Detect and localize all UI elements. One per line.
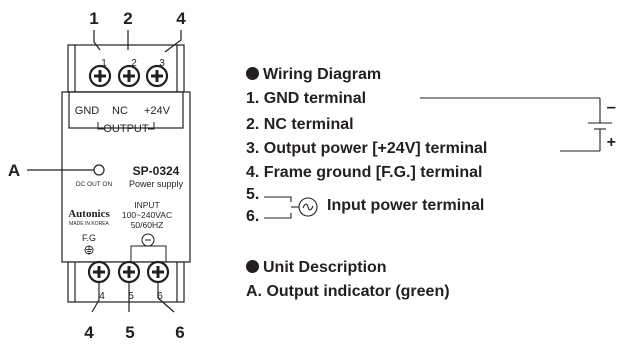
bottom-callout-5: 5 <box>125 323 134 342</box>
top-screw-3 <box>145 64 169 88</box>
leader-line-4-bottom <box>91 283 100 313</box>
input-power-bracket <box>264 196 318 219</box>
legend-panel: Wiring Diagram 1. GND terminal 2. NC ter… <box>246 0 617 349</box>
terminal-label-nc: NC <box>112 105 128 117</box>
top-terminal-number-2: 2 <box>131 58 137 69</box>
bottom-callout-4: 4 <box>84 323 94 342</box>
unit-item-a: A. Output indicator (green) <box>246 283 450 300</box>
output-bracket <box>97 122 155 130</box>
input-voltage-label: 100~240VAC <box>122 210 172 220</box>
brand-logo: Autonics <box>68 208 110 220</box>
wiring-heading: Wiring Diagram <box>246 66 381 84</box>
output-label: OUTPUT <box>103 123 149 135</box>
top-screw-2 <box>117 64 141 88</box>
input-label: INPUT <box>134 200 160 210</box>
bullet-icon <box>246 260 259 273</box>
top-callout-1: 1 <box>89 9 98 28</box>
top-callout-4: 4 <box>176 9 186 28</box>
bottom-callout-6: 6 <box>175 323 184 342</box>
bottom-terminal-number-5: 5 <box>128 291 134 302</box>
input-number-5: 5. <box>246 186 260 203</box>
plus-sign: + <box>607 134 616 151</box>
bottom-screw-5 <box>117 260 141 284</box>
wiring-item-4: 4. Frame ground [F.G.] terminal <box>246 164 483 181</box>
wiring-item-3: 3. Output power [+24V] terminal <box>246 140 488 157</box>
leader-line-4-top <box>164 30 182 53</box>
bottom-screw-6 <box>146 260 170 284</box>
unit-heading: Unit Description <box>246 259 387 277</box>
input-power-label: Input power terminal <box>327 197 485 214</box>
output-indicator-led <box>93 164 105 176</box>
top-label-frame <box>68 91 184 129</box>
top-screw-1 <box>88 64 112 88</box>
made-in-label: MADE IN KOREA <box>69 221 109 227</box>
bottom-screw-4 <box>87 260 111 284</box>
top-callout-2: 2 <box>123 9 132 28</box>
fg-label: F.G <box>82 233 96 243</box>
leader-line-6 <box>157 283 175 313</box>
input-frequency-label: 50/60HZ <box>131 220 164 230</box>
bullet-icon <box>246 67 259 80</box>
bottom-terminal-number-6: 6 <box>157 291 163 302</box>
indicator-callout-a: A <box>8 161 20 180</box>
input-number-6: 6. <box>246 208 260 225</box>
top-terminal-number-1: 1 <box>101 58 107 69</box>
minus-sign: – <box>607 97 616 116</box>
ground-icon <box>84 245 94 255</box>
leader-line-1 <box>93 30 101 51</box>
top-terminal-number-3: 3 <box>159 58 165 69</box>
product-type-label: Power supply <box>129 179 184 189</box>
ac-input-symbol <box>130 233 167 262</box>
bottom-terminal-number-4: 4 <box>99 291 105 302</box>
terminal-label-24v: +24V <box>144 105 171 117</box>
battery-wiring <box>420 97 612 152</box>
terminal-label-gnd: GND <box>75 105 100 117</box>
wiring-item-2: 2. NC terminal <box>246 116 354 133</box>
wiring-item-1: 1. GND terminal <box>246 90 367 107</box>
indicator-caption: DC OUT ON <box>76 181 113 188</box>
model-label: SP-0324 <box>133 164 180 178</box>
